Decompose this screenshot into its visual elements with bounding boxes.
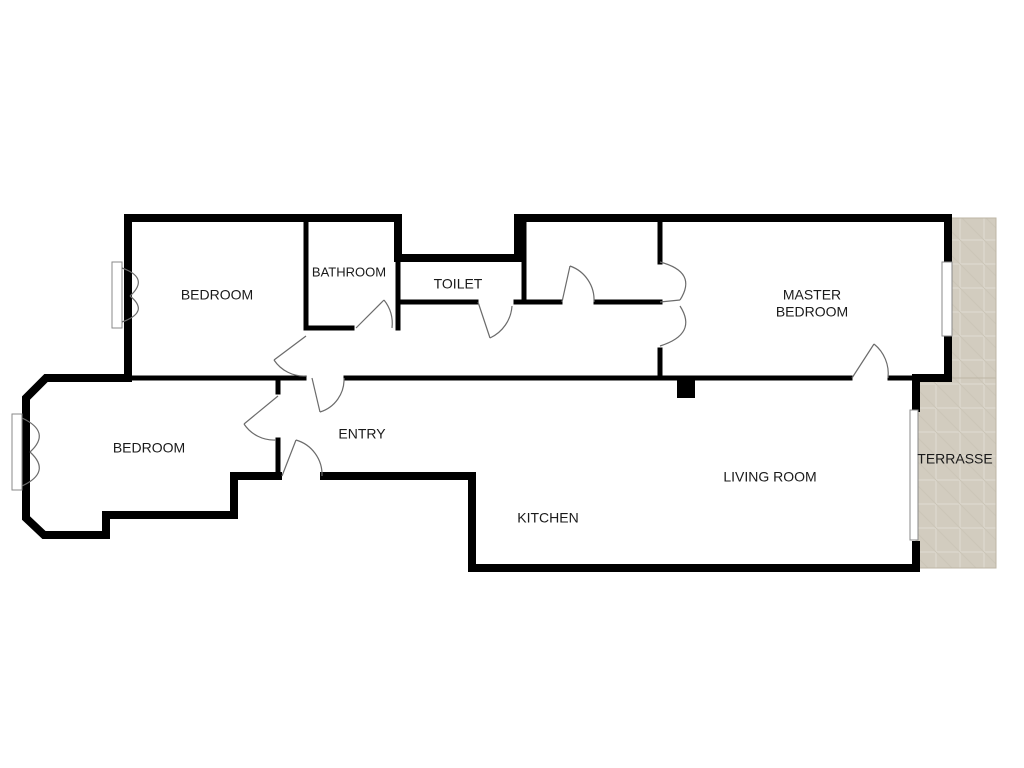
label-entry: ENTRY [338, 426, 386, 442]
label-master-bedroom-line2: BEDROOM [776, 304, 848, 320]
label-toilet: TOILET [434, 276, 483, 292]
label-terrasse: TERRASSE [917, 451, 992, 467]
label-master-bedroom-line1: MASTER [783, 287, 841, 303]
inner-walls [129, 219, 915, 479]
label-bedroom-1: BEDROOM [181, 287, 253, 303]
windows [11, 261, 953, 541]
label-bathroom: BATHROOM [312, 264, 386, 279]
label-kitchen: KITCHEN [517, 510, 578, 526]
label-living-room: LIVING ROOM [723, 469, 816, 485]
room-labels: BEDROOM BATHROOM TOILET MASTER BEDROOM B… [113, 264, 993, 525]
label-bedroom-2: BEDROOM [113, 440, 185, 456]
outer-walls [22, 214, 952, 572]
terrace [915, 217, 997, 569]
doors [21, 261, 889, 487]
